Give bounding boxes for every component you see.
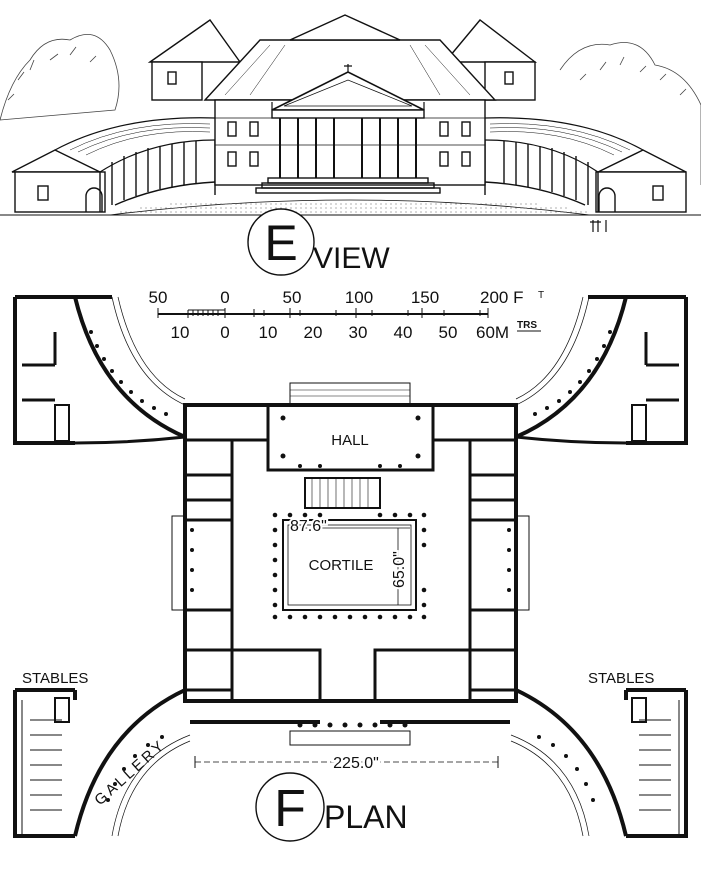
right-pavilion [595, 149, 687, 213]
scale-metre-unit: TRS [517, 320, 537, 331]
view-letter: E [264, 215, 297, 271]
scale-bar [157, 308, 489, 318]
plan-main-block [183, 403, 518, 703]
plan-wing-bottom-left [13, 688, 232, 838]
portico-steps-bottom [289, 730, 411, 746]
scale-labels-feet: 50 0 50 100 150 200 F T [149, 288, 545, 307]
stables-label-left: STABLES [22, 670, 88, 687]
hall-columns [280, 415, 421, 468]
cortile [282, 519, 417, 611]
cortile-label: CORTILE [309, 557, 374, 574]
scale-feet-label: 100 [345, 288, 373, 307]
scale-metre-label: 50 [439, 323, 458, 342]
colonnade-top-right [533, 330, 612, 416]
colonnade-top-left [89, 330, 168, 416]
plan-letter: F [274, 780, 306, 838]
portico-steps-top [289, 382, 411, 406]
scale-feet-label: 50 [149, 288, 168, 307]
scale-metre-label: 0 [220, 323, 229, 342]
entrance-columns [297, 722, 408, 728]
plan-wing-top-left [13, 295, 186, 445]
background-trees [0, 33, 701, 185]
plan-wing-bottom-right [470, 688, 688, 838]
scale-metre-label: 20 [304, 323, 323, 342]
cortile-columns [272, 512, 427, 620]
ground-plan [13, 295, 688, 838]
gallery-label: GALLERY [91, 736, 169, 809]
figures [590, 220, 607, 232]
colonnade-bottom [106, 735, 595, 802]
view-label: E VIEW [247, 208, 390, 276]
elevation-view [0, 14, 701, 232]
stables-label-right: STABLES [588, 670, 654, 687]
view-letter-circle [247, 208, 315, 276]
cortile-width-label: 87.6" [290, 518, 327, 535]
scale-labels-metres: 10 0 10 20 30 40 50 60M TRS [171, 320, 541, 342]
scale-feet-label: 150 [411, 288, 439, 307]
scale-feet-label: 200 F [480, 288, 523, 307]
plan-label: F PLAN [255, 772, 408, 842]
side-steps-left [171, 515, 186, 611]
plan-letter-circle [255, 772, 325, 842]
view-caption: VIEW [313, 242, 390, 275]
scale-metre-label: 40 [394, 323, 413, 342]
scale-metre-label: 10 [171, 323, 190, 342]
scale-feet-label: 50 [283, 288, 302, 307]
plan-wing-top-right [515, 295, 688, 445]
side-steps-right [515, 515, 530, 611]
main-block [147, 14, 538, 194]
cortile-depth-label: 65.0" [391, 551, 408, 588]
left-pavilion [11, 149, 106, 213]
stair [304, 477, 381, 509]
forecourt [109, 199, 591, 216]
scale-metre-label: 10 [259, 323, 278, 342]
overall-width-label: 225.0" [333, 755, 379, 772]
scale-feet-label: 0 [220, 288, 229, 307]
side-columns [190, 528, 511, 592]
hall-label: HALL [331, 432, 369, 449]
plan-caption: PLAN [324, 799, 408, 835]
scale-metre-label: 30 [349, 323, 368, 342]
scale-feet-unit: T [538, 290, 544, 301]
left-colonnade [54, 117, 216, 212]
scale-metre-label: 60M [476, 323, 509, 342]
